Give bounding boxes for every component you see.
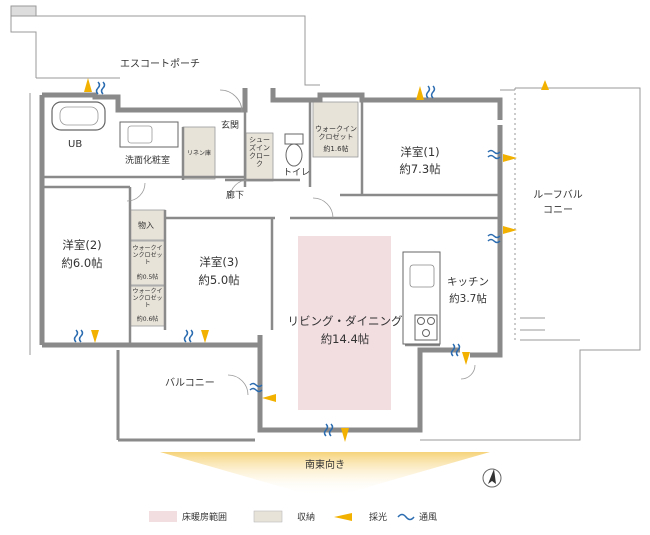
- legend-floor-heating: 床暖房範囲: [182, 510, 227, 523]
- sink-icon: [119, 121, 179, 148]
- legend-ventilation-label: 通風: [419, 512, 438, 523]
- legend-daylight-label: 採光: [369, 512, 388, 523]
- door-swings: [126, 89, 476, 396]
- room-label-kitchen: キッチン: [447, 276, 489, 288]
- room-label-bedroom1: 洋室(1): [400, 145, 440, 159]
- room-label-kitchen-size: 約3.7帖: [449, 293, 487, 305]
- walls: [29, 88, 503, 442]
- daylight-arrow-icon: [84, 78, 549, 442]
- compass-icon: [482, 468, 502, 488]
- room-label-wic-b-size: 約0.6帖: [136, 316, 159, 323]
- room-label-corridor: 廊下: [226, 191, 245, 201]
- orientation-gradient: [160, 452, 490, 495]
- legend-storage-swatch: [253, 510, 283, 523]
- room-label-linen: リネン庫: [187, 150, 212, 157]
- room-label-ub: UB: [68, 139, 83, 150]
- roof-balcony-outline: [420, 87, 641, 441]
- orientation-label: 南東向き: [305, 460, 345, 471]
- legend: 床暖房範囲 収納 採光 通風: [148, 508, 453, 524]
- legend-floor-heating-label: 床暖房範囲: [182, 512, 228, 523]
- room-label-bedroom2-size: 約6.0帖: [61, 256, 103, 270]
- room-label-wic-a: ウォークインクロゼット: [132, 245, 163, 266]
- room-label-living-size: 約14.4帖: [320, 332, 370, 346]
- ventilation-wave-icon: [73, 81, 501, 437]
- floor-heating-zone: [298, 236, 391, 410]
- room-label-roof-balcony: ルーフバルコニー: [533, 190, 583, 216]
- room-label-balcony: バルコニー: [165, 378, 215, 389]
- room-label-storage: 物入: [138, 221, 154, 230]
- room-label-washroom: 洗面化粧室: [125, 156, 171, 166]
- room-label-bedroom2: 洋室(2): [62, 238, 102, 252]
- room-label-shoes-cloak: シューズインクローク: [249, 136, 270, 168]
- legend-storage-label: 収納: [297, 512, 316, 523]
- room-label-living: リビング・ダイニング: [287, 314, 403, 328]
- room-label-wic-a-size: 約0.5帖: [136, 274, 159, 281]
- toilet-icon: [284, 133, 304, 167]
- legend-storage: 収納: [297, 510, 315, 523]
- room-label-wic-b: ウォークインクロゼット: [132, 288, 163, 309]
- room-label-wic-main-size: 約1.6帖: [323, 145, 349, 153]
- room-label-bedroom3: 洋室(3): [199, 255, 239, 269]
- escort-porch-outline: [10, 5, 320, 86]
- inner-walls: [42, 100, 500, 347]
- legend-floor-heating-swatch: [149, 511, 177, 522]
- room-label-bedroom3-size: 約5.0帖: [198, 273, 240, 287]
- stove-icon: [414, 314, 438, 341]
- room-label-bedroom1-size: 約7.3帖: [399, 162, 441, 176]
- storage-areas: [129, 101, 359, 327]
- bathtub-icon: [51, 101, 106, 131]
- kitchen-counter: [402, 251, 441, 345]
- legend-ventilation-icon: [397, 513, 415, 521]
- room-label-escort-porch: エスコートポーチ: [120, 59, 200, 70]
- room-label-toilet: トイレ: [283, 168, 311, 178]
- room-label-entrance: 玄関: [221, 121, 240, 131]
- legend-ventilation: 通風: [419, 510, 437, 523]
- legend-daylight: 採光: [369, 510, 387, 523]
- room-label-wic-main: ウォークインクロゼット: [315, 125, 357, 141]
- legend-daylight-icon: [334, 513, 352, 521]
